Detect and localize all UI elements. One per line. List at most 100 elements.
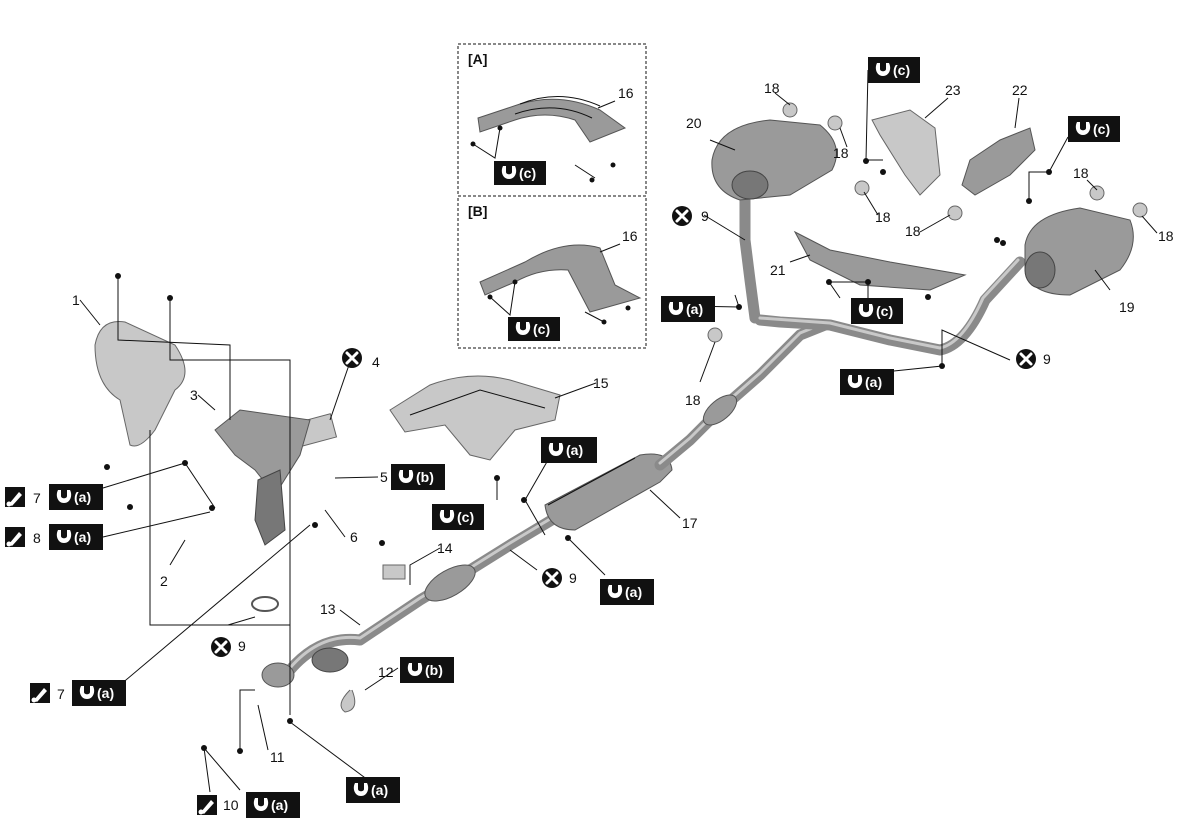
svg-text:(c): (c) (876, 303, 893, 319)
torque-badge-15: (c) (432, 504, 484, 530)
label-12: 12 (378, 664, 394, 680)
label-1: 1 (72, 292, 80, 308)
label-18-2: 18 (833, 145, 849, 161)
svg-text:(c): (c) (533, 321, 550, 337)
label-10: 10 (223, 797, 239, 813)
svg-text:(b): (b) (425, 662, 443, 678)
replace-icon-9-mid (540, 566, 564, 590)
grease-brush-icon-10 (197, 795, 217, 815)
label-18-mid: 18 (685, 392, 701, 408)
hanger-18-3 (854, 180, 870, 196)
torque-badge-16a: (c) (494, 161, 546, 185)
grease-brush-icon-7-top (5, 487, 25, 507)
hanger-18-2 (827, 115, 843, 131)
torque-badge-16b: (c) (508, 317, 560, 341)
svg-text:(a): (a) (566, 442, 583, 458)
inset-a-label: [A] (468, 51, 487, 67)
label-18-1: 18 (764, 80, 780, 96)
torque-badge-5: (b) (391, 464, 445, 490)
svg-text:(b): (b) (416, 469, 434, 485)
svg-text:(a): (a) (271, 797, 288, 813)
catalyst-manifold (254, 469, 286, 546)
svg-text:(c): (c) (519, 165, 536, 181)
label-17: 17 (682, 515, 698, 531)
torque-badge-10: (a) (246, 792, 300, 818)
grease-brush-icon-7-bottom (30, 683, 50, 703)
rear-pipe-left (739, 194, 761, 324)
sub-catalyst (424, 564, 476, 602)
torque-badge-17-top: (a) (541, 437, 597, 463)
label-22: 22 (1012, 82, 1028, 98)
label-21: 21 (770, 262, 786, 278)
svg-text:(c): (c) (1093, 121, 1110, 137)
torque-badge-21: (c) (851, 298, 903, 324)
svg-text:(a): (a) (371, 782, 388, 798)
heat-shield-15 (389, 375, 561, 461)
label-16-b: 16 (622, 228, 638, 244)
center-muffler-17 (544, 453, 673, 531)
label-5: 5 (380, 469, 388, 485)
hanger-18-4 (947, 205, 963, 221)
svg-text:(a): (a) (97, 685, 114, 701)
torque-badge-22: (c) (1068, 116, 1120, 142)
rear-pipe-right (754, 256, 1026, 356)
svg-text:(a): (a) (74, 489, 91, 505)
svg-text:(a): (a) (74, 529, 91, 545)
svg-text:(c): (c) (457, 509, 474, 525)
exhaust-manifold-3 (214, 409, 311, 496)
hanger-18-6 (1132, 202, 1148, 218)
svg-text:(c): (c) (893, 62, 910, 78)
label-19: 19 (1119, 299, 1135, 315)
torque-badge-8: (a) (49, 524, 103, 550)
label-9-front: 9 (238, 638, 246, 654)
replace-icon-9-front (209, 635, 233, 659)
label-23: 23 (945, 82, 961, 98)
label-18-5: 18 (1073, 165, 1089, 181)
label-3: 3 (190, 387, 198, 403)
label-18-3: 18 (875, 209, 891, 225)
replace-icon-4 (340, 346, 364, 370)
torque-badge-23: (c) (868, 57, 920, 83)
heat-shield-22 (961, 127, 1036, 196)
inset-b-label: [B] (468, 203, 487, 219)
hanger-18-5 (1089, 185, 1105, 201)
gasket-ring (251, 596, 279, 612)
hanger-18-1 (782, 102, 798, 118)
label-9-mid: 9 (569, 570, 577, 586)
torque-badge-11: (a) (346, 777, 400, 803)
svg-text:(a): (a) (625, 584, 642, 600)
torque-badge-17-bottom: (a) (600, 579, 654, 605)
heat-shield-1 (94, 320, 186, 447)
heat-shield-16b (479, 244, 642, 313)
heat-shield-23 (871, 109, 941, 196)
bracket-14 (382, 564, 406, 580)
label-9-left: 9 (701, 208, 709, 224)
heat-shield-21 (793, 230, 967, 291)
svg-text:(a): (a) (865, 374, 882, 390)
flex-joint (311, 647, 349, 673)
label-13: 13 (320, 601, 336, 617)
label-15: 15 (593, 375, 609, 391)
label-20: 20 (686, 115, 702, 131)
torque-badge-7-top: (a) (49, 484, 103, 510)
label-7-bottom: 7 (57, 686, 65, 702)
front-pipe-flange (261, 662, 295, 688)
label-7-top: 7 (33, 490, 41, 506)
torque-badge-12: (b) (400, 657, 454, 683)
grease-brush-icon-8 (5, 527, 25, 547)
label-2: 2 (160, 573, 168, 589)
label-14: 14 (437, 540, 453, 556)
heat-shield-16a (477, 98, 627, 143)
replace-icon-9-right (1014, 347, 1038, 371)
inset-b: [B] 16 (c) (457, 195, 647, 349)
label-8: 8 (33, 530, 41, 546)
torque-badge-rear: (a) (840, 369, 894, 395)
torque-badge-7-bottom: (a) (72, 680, 126, 706)
label-9-right: 9 (1043, 351, 1051, 367)
label-18-4: 18 (905, 223, 921, 239)
label-16-a: 16 (618, 85, 634, 101)
torque-badge-y-pipe: (a) (661, 296, 715, 322)
inset-a: [A] 16 (c) (457, 43, 647, 197)
label-4: 4 (372, 354, 380, 370)
